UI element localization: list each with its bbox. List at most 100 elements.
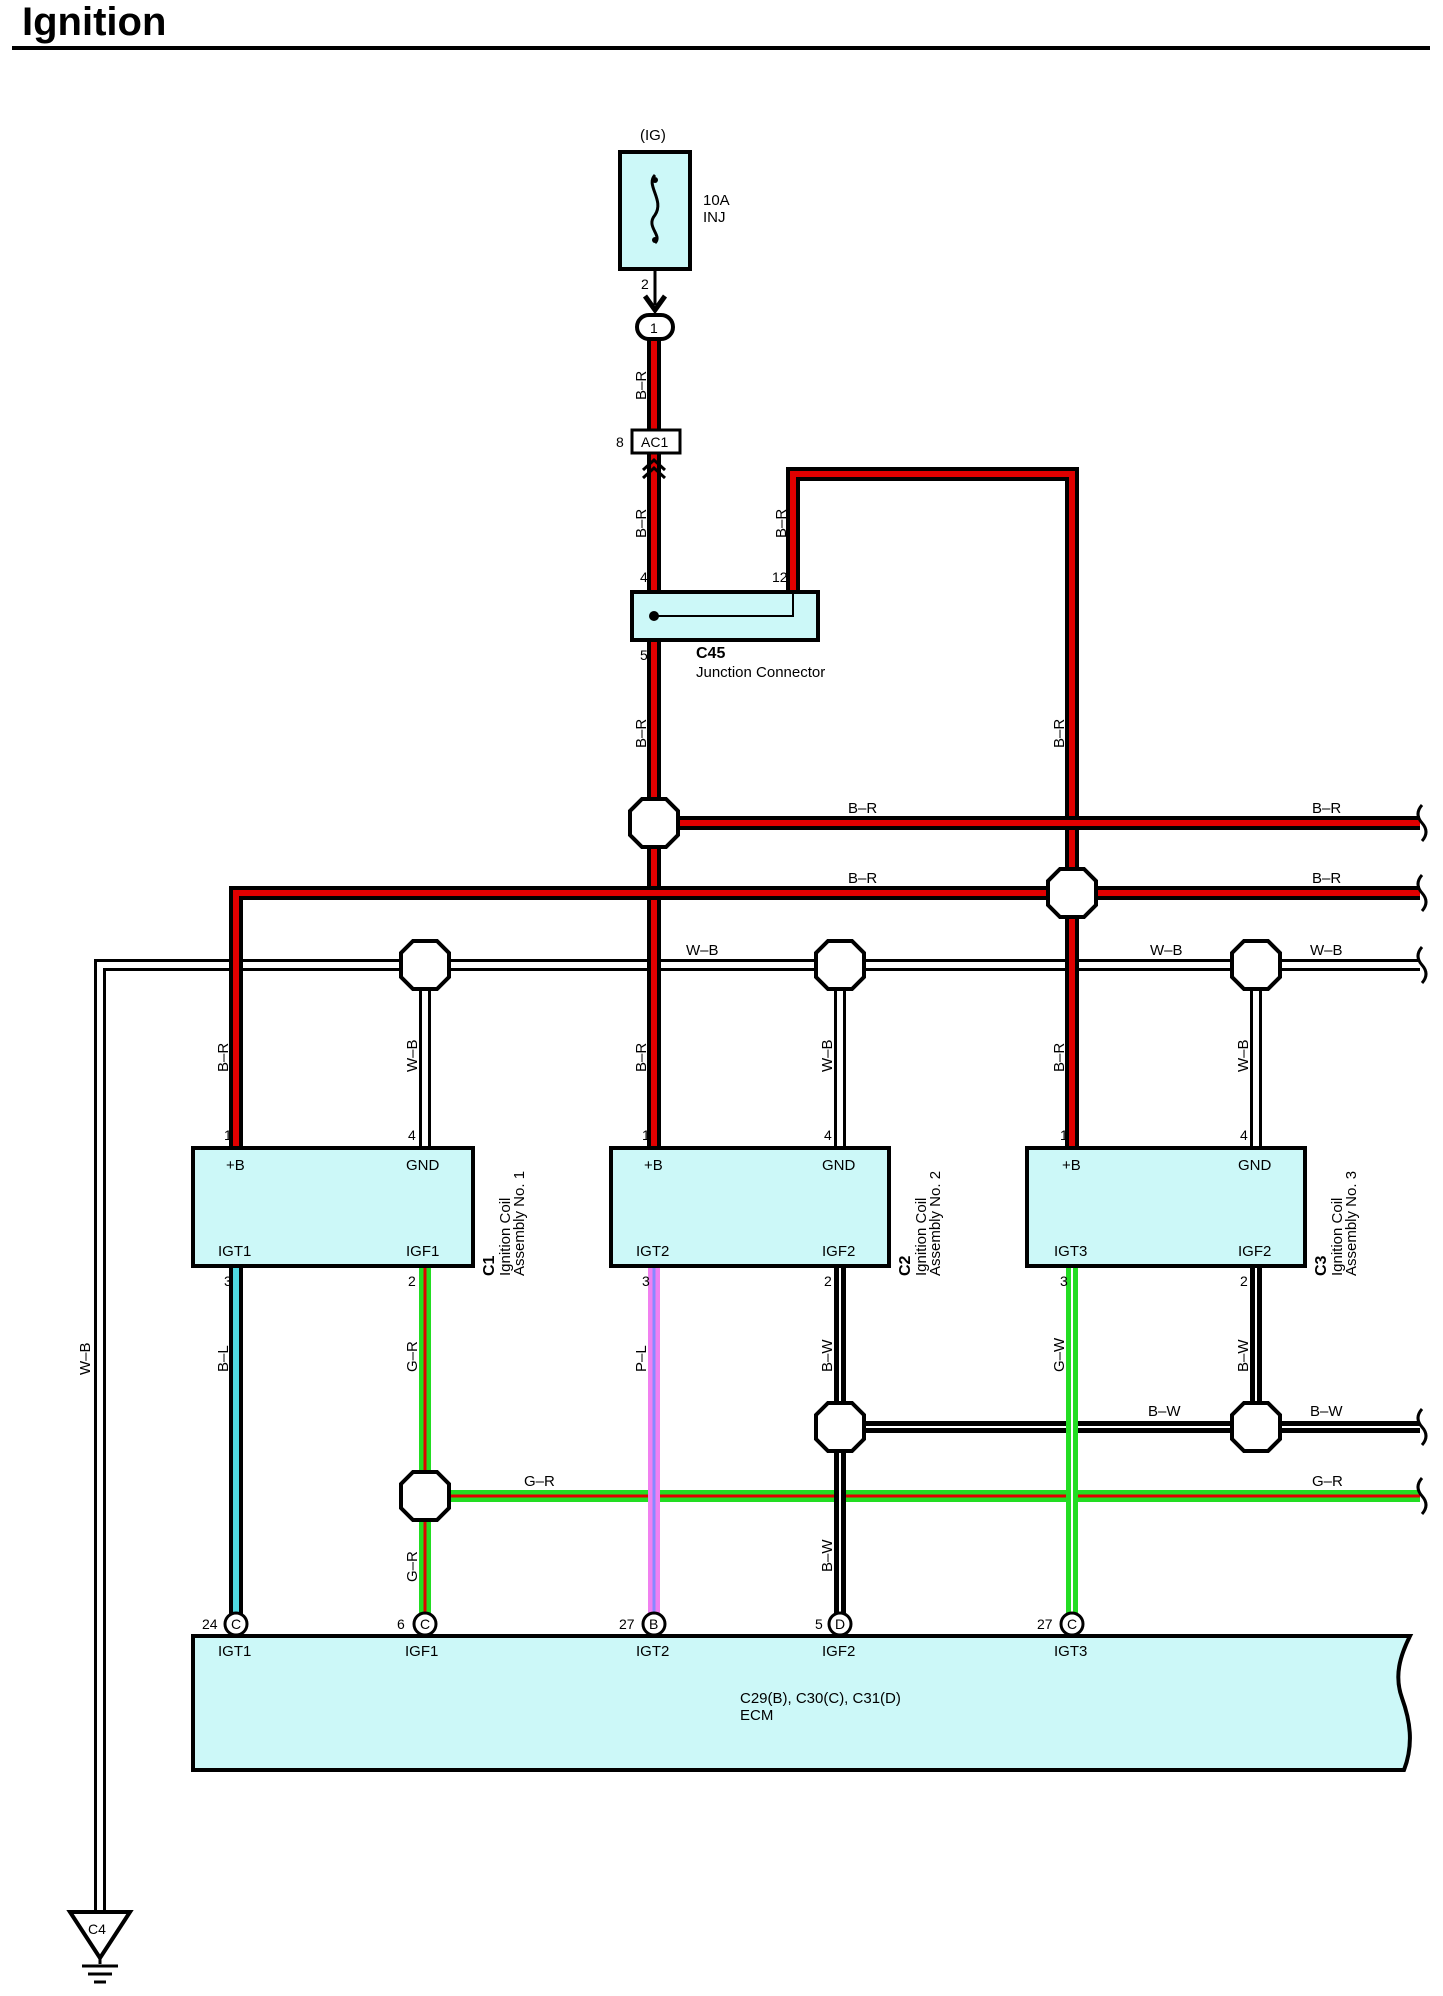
coil-pin: 1 (642, 1127, 650, 1143)
splice (1046, 867, 1098, 919)
wire-label-b-r: B–R (633, 371, 650, 400)
coil-terminal: IGT2 (636, 1243, 669, 1260)
wire-label-b-w: B–W (1310, 1403, 1343, 1420)
splice (628, 797, 680, 849)
ecm-pin-num: 27 (1037, 1616, 1053, 1632)
coil-terminal: GND (1238, 1157, 1272, 1174)
splice (1230, 1401, 1282, 1453)
ecm-pin-label: IGT3 (1054, 1643, 1087, 1660)
ecm: C C B D C 24 6 27 5 27 IGT1 IGF1 IGT2 IG… (191, 1611, 1414, 1772)
coil-pin: 2 (408, 1273, 416, 1289)
wire-label-g-w: G–W (1051, 1337, 1068, 1372)
fuse-name: INJ (703, 209, 726, 226)
coil-terminal: +B (644, 1157, 663, 1174)
ecm-pin-conn: C (1067, 1616, 1077, 1632)
coil-terminal: IGT3 (1054, 1243, 1087, 1260)
ecm-pin-conn: B (649, 1616, 658, 1632)
ecm-pin-num: 27 (619, 1616, 635, 1632)
junction-pin-aux: 12 (772, 569, 788, 585)
wire-label-g-r: G–R (404, 1341, 421, 1372)
wire-label-g-r: G–R (1312, 1473, 1343, 1490)
connector-pin-1: 1 (650, 320, 658, 336)
w-b-wires (94, 959, 1420, 1940)
ground-id: C4 (88, 1921, 106, 1937)
coil-name: Ignition Coil (1329, 1198, 1346, 1276)
wire-label-b-r: B–R (848, 870, 877, 887)
wire-label-b-r: B–R (633, 719, 650, 748)
splice (399, 1470, 451, 1522)
coil-pin: 1 (224, 1127, 232, 1143)
coil-name: Ignition Coil (497, 1198, 514, 1276)
coil-name: Assembly No. 3 (1343, 1171, 1360, 1276)
ac1-label: AC1 (641, 434, 668, 450)
ecm-pin-conn: D (835, 1616, 845, 1632)
coil-terminal: IGF2 (822, 1243, 855, 1260)
ignition-coil-1: 1 4 3 2 +B GND IGT1 IGF1 C1 Ignition Coi… (191, 1127, 528, 1289)
ac1-connector: 8 AC1 (616, 428, 682, 480)
wire-label-w-b: W–B (1310, 942, 1343, 959)
coil-id: C1 (481, 1255, 498, 1276)
splice (1230, 939, 1282, 991)
ecm-pin-label: IGF2 (822, 1643, 855, 1660)
wire-label-b-w: B–W (819, 1539, 836, 1572)
ecm-pin-num: 5 (815, 1616, 823, 1632)
coil-terminal: GND (822, 1157, 856, 1174)
wire-label-b-r: B–R (215, 1043, 232, 1072)
wire-label-b-w: B–W (1148, 1403, 1181, 1420)
ecm-pin-conn: C (420, 1616, 430, 1632)
wire-label-b-r: B–R (633, 1043, 650, 1072)
coil-pin: 3 (642, 1273, 650, 1289)
coil-terminal: +B (226, 1157, 245, 1174)
splice (814, 1401, 866, 1453)
coil-terminal: IGF1 (406, 1243, 439, 1260)
wire-label-b-r: B–R (1051, 719, 1068, 748)
fuse-pin: 2 (641, 276, 649, 292)
ground-c4: C4 (66, 1910, 134, 1984)
wire-label-p-l: P–L (633, 1345, 650, 1372)
fuse-rating: 10A (703, 192, 730, 209)
coil-pin: 2 (1240, 1273, 1248, 1289)
ignition-coil-2: 1 4 3 2 +B GND IGT2 IGF2 C2 Ignition Coi… (609, 1127, 944, 1289)
signal-wires (229, 1266, 1420, 1624)
junction-name: Junction Connector (696, 664, 825, 681)
coil-name: Assembly No. 2 (927, 1171, 944, 1276)
page-title: Ignition (22, 0, 167, 44)
ecm-pin-label: IGT2 (636, 1643, 669, 1660)
splice (399, 939, 451, 991)
junction-connector-c45: 4 12 5 C45 Junction Connector (630, 569, 825, 681)
wire-label-b-r: B–R (633, 509, 650, 538)
ecm-connectors: C29(B), C30(C), C31(D) (740, 1690, 901, 1707)
title-rule (12, 46, 1430, 50)
break-marks (1416, 804, 1428, 1515)
coil-pin: 1 (1060, 1127, 1068, 1143)
wire-label-b-r: B–R (773, 509, 790, 538)
wire-label-b-r: B–R (848, 800, 877, 817)
ecm-pin-num: 6 (397, 1616, 405, 1632)
wire-labels: B–R B–R B–R B–R B–R B–R B–R B–R B–R B–R … (77, 371, 1343, 1582)
b-r-wires (229, 320, 1420, 1148)
splice (814, 939, 866, 991)
coil-pin: 4 (408, 1127, 416, 1143)
coil-terminal: IGF2 (1238, 1243, 1271, 1260)
wire-label-g-r: G–R (404, 1551, 421, 1582)
ac1-pin: 8 (616, 434, 624, 450)
wire-label-w-b: W–B (686, 942, 719, 959)
wire-label-b-r: B–R (1312, 800, 1341, 817)
wire-label-w-b: W–B (404, 1039, 421, 1072)
coil-id: C3 (1313, 1255, 1330, 1276)
fuse-source: (IG) (640, 127, 666, 144)
junction-id: C45 (696, 645, 725, 662)
coil-pin: 2 (824, 1273, 832, 1289)
coil-name: Ignition Coil (913, 1198, 930, 1276)
coil-pin: 4 (1240, 1127, 1248, 1143)
wire-label-b-l: B–L (215, 1345, 232, 1372)
coil-terminal: GND (406, 1157, 440, 1174)
wire-label-b-w: B–W (1235, 1339, 1252, 1372)
wire-label-g-r: G–R (524, 1473, 555, 1490)
junction-pin-in: 4 (640, 569, 648, 585)
junction-pin-out: 5 (640, 647, 648, 663)
wire-label-b-r: B–R (1051, 1043, 1068, 1072)
wire-label-w-b: W–B (77, 1342, 94, 1375)
wire-label-w-b: W–B (1235, 1039, 1252, 1072)
wire-label-b-r: B–R (1312, 870, 1341, 887)
